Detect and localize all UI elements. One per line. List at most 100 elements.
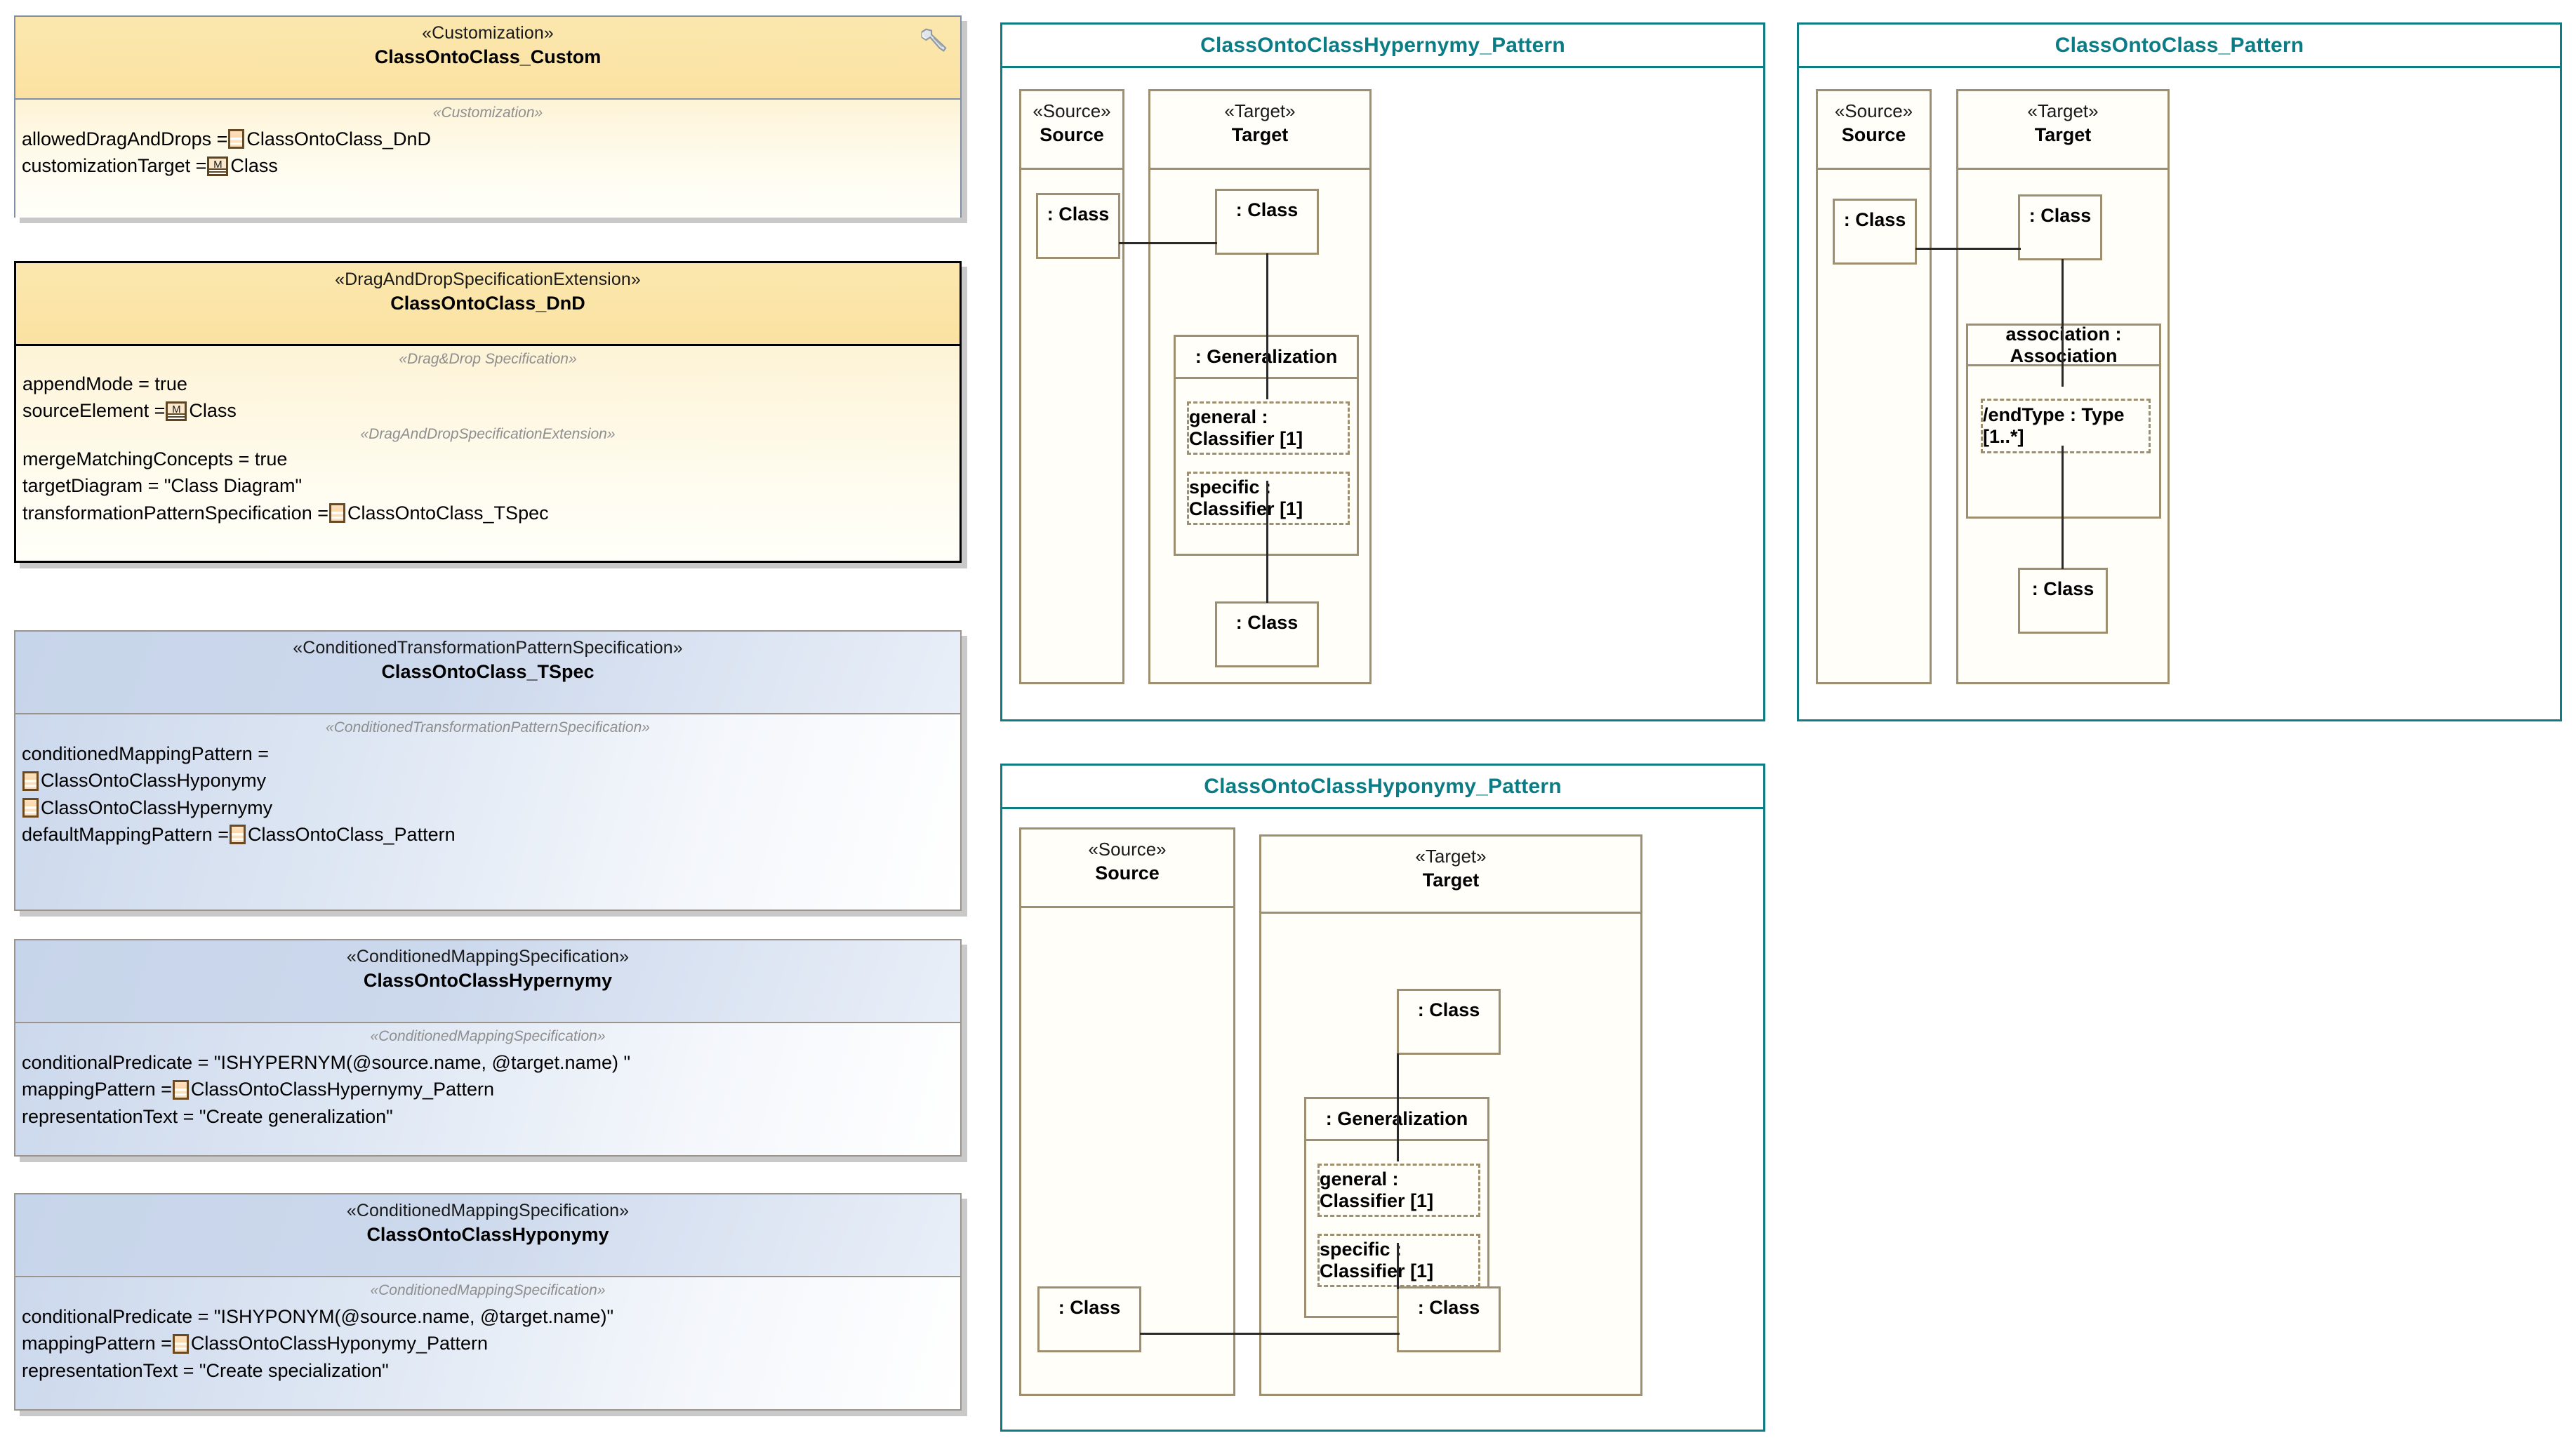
panel-title-bar: ClassOntoClassHypernymy_Pattern (1002, 25, 1763, 68)
class-stereotype: «ConditionedMappingSpecification» (346, 947, 630, 966)
attribute-label: mappingPattern = (22, 1079, 172, 1100)
source-class-instance[interactable]: : Class (1833, 199, 1917, 265)
attribute-row: representationText = "Create specializat… (15, 1357, 960, 1384)
attribute-label: conditionalPredicate = "ISHYPONYM(@sourc… (22, 1306, 614, 1328)
attribute-row: customizationTarget = M Class (15, 152, 960, 179)
compartment-stereotype: «ConditionedTransformationPatternSpecifi… (326, 719, 650, 735)
target-lane-stereotype: «Target» (2027, 100, 2099, 121)
source-lane-name: Source (1095, 862, 1160, 884)
attribute-value: ClassOntoClassHyponymy (41, 770, 267, 792)
uml-class-class-onto-class-tspec[interactable]: «ConditionedTransformationPatternSpecifi… (14, 630, 967, 917)
target-lane-header: «Target» Target (1150, 91, 1369, 170)
source-lane-name: Source (1040, 124, 1104, 145)
compartment-stereotype: «ConditionedMappingSpecification» (370, 1282, 606, 1298)
slot-general[interactable]: general : Classifier [1] (1187, 401, 1350, 455)
pattern-panel-classontoclass[interactable]: ClassOntoClass_Pattern «Source» Source :… (1797, 22, 2562, 721)
connector-specific-to-class (1266, 481, 1268, 603)
attribute-label: allowedDragAndDrops = (22, 128, 228, 150)
slot-endtype[interactable]: /endType : Type [1..*] (1981, 399, 2151, 453)
attribute-row: mergeMatchingConcepts = true (16, 446, 960, 472)
wrench-icon[interactable] (917, 24, 949, 56)
target-class-instance-bottom[interactable]: : Class (1215, 601, 1319, 667)
pattern-icon (229, 825, 246, 845)
uml-class-class-onto-class-dnd[interactable]: «DragAndDropSpecificationExtension» Clas… (14, 261, 967, 568)
attribute-row: ClassOntoClassHypernymy (15, 794, 960, 821)
attribute-label: sourceElement = (22, 400, 166, 422)
slot-specific[interactable]: specific : Classifier [1] (1187, 472, 1350, 525)
metaclass-icon: M (166, 401, 187, 421)
class-header: «ConditionedTransformationPatternSpecifi… (15, 632, 960, 714)
uml-class-class-onto-class-hypernymy[interactable]: «ConditionedMappingSpecification» ClassO… (14, 939, 967, 1162)
instance-label: : Class (1047, 204, 1110, 225)
generalization-body: general : Classifier [1] specific : Clas… (1306, 1141, 1487, 1316)
connector-target-to-association (2062, 259, 2064, 387)
metaclass-icon: M (207, 156, 229, 176)
target-class-instance-top[interactable]: : Class (1397, 989, 1501, 1055)
connector-source-to-target (1119, 242, 1217, 244)
target-lane-stereotype: «Target» (1415, 846, 1487, 867)
class-attributes-compartment: «ConditionedMappingSpecification» condit… (15, 1023, 960, 1155)
attribute-label: representationText = "Create specializat… (22, 1359, 389, 1381)
slot-label: /endType : Type [1..*] (1983, 404, 2125, 447)
association-label: association : Association (2005, 323, 2122, 366)
panel-title: ClassOntoClassHypernymy_Pattern (1200, 33, 1565, 57)
class-attributes-compartment: «ConditionedMappingSpecification» condit… (15, 1277, 960, 1409)
pattern-panel-hypernymy[interactable]: ClassOntoClassHypernymy_Pattern «Source»… (1000, 22, 1765, 721)
attribute-value: ClassOntoClass_TSpec (347, 502, 549, 524)
pattern-icon (328, 502, 345, 523)
class-stereotype: «ConditionedMappingSpecification» (346, 1201, 630, 1220)
target-class-instance-top[interactable]: : Class (2018, 194, 2102, 260)
connector-source-to-target (1140, 1333, 1400, 1335)
class-attributes-compartment: «ConditionedTransformationPatternSpecifi… (15, 714, 960, 910)
uml-class-class-onto-class-hyponymy[interactable]: «ConditionedMappingSpecification» ClassO… (14, 1193, 967, 1416)
generalization-label: : Generalization (1195, 346, 1338, 367)
attribute-row: conditionalPredicate = "ISHYPONYM(@sourc… (15, 1303, 960, 1330)
attribute-label: customizationTarget = (22, 155, 207, 177)
source-lane-stereotype: «Source» (1088, 839, 1167, 860)
source-class-instance[interactable]: : Class (1036, 193, 1120, 259)
class-header: «Customization» ClassOntoClass_Custom (15, 17, 960, 100)
attribute-row: conditionalPredicate = "ISHYPERNYM(@sour… (15, 1049, 960, 1076)
instance-label: : Class (2029, 205, 2092, 226)
source-lane[interactable]: «Source» Source (1019, 89, 1124, 684)
class-header: «DragAndDropSpecificationExtension» Clas… (16, 263, 960, 346)
attribute-value: Class (230, 155, 278, 177)
pattern-icon (172, 1333, 189, 1354)
instance-label: : Class (1417, 1297, 1480, 1318)
target-class-instance-top[interactable]: : Class (1215, 189, 1319, 255)
panel-title-bar: ClassOntoClass_Pattern (1799, 25, 2560, 68)
target-class-instance-bottom[interactable]: : Class (1397, 1286, 1501, 1352)
target-class-instance-bottom[interactable]: : Class (2018, 568, 2108, 634)
source-lane[interactable]: «Source» Source (1816, 89, 1932, 684)
instance-label: : Class (1058, 1297, 1121, 1318)
pattern-panel-hyponymy[interactable]: ClassOntoClassHyponymy_Pattern «Source» … (1000, 764, 1765, 1432)
instance-label: : Class (1417, 999, 1480, 1020)
source-class-instance[interactable]: : Class (1037, 1286, 1141, 1352)
attribute-row: mappingPattern = ClassOntoClassHypernymy… (15, 1076, 960, 1103)
attribute-value: ClassOntoClassHyponymy_Pattern (190, 1333, 489, 1354)
pattern-icon (22, 771, 39, 791)
instance-label: : Class (2031, 578, 2094, 599)
class-name: ClassOntoClassHyponymy (366, 1223, 609, 1245)
class-attributes-compartment: «Customization» allowedDragAndDrops = Cl… (15, 100, 960, 218)
slot-label: general : Classifier [1] (1320, 1168, 1434, 1211)
attribute-label: appendMode = true (22, 373, 187, 395)
class-name: ClassOntoClass_DnD (390, 292, 585, 314)
panel-title: ClassOntoClass_Pattern (2054, 33, 2304, 57)
generalization-body: general : Classifier [1] specific : Clas… (1176, 379, 1357, 554)
pattern-icon (172, 1079, 189, 1100)
connector-target-to-general (1266, 253, 1268, 399)
class-stereotype: «Customization» (422, 23, 554, 43)
attribute-label: representationText = "Create generalizat… (22, 1105, 393, 1127)
slot-specific[interactable]: specific : Classifier [1] (1317, 1234, 1480, 1287)
panel-body: «Source» Source : Class «Target» Target … (1799, 68, 2560, 719)
uml-class-class-onto-class-custom[interactable]: «Customization» ClassOntoClass_Custom «C… (14, 15, 967, 223)
panel-title: ClassOntoClassHyponymy_Pattern (1204, 774, 1562, 798)
attribute-value: ClassOntoClass_Pattern (247, 824, 456, 846)
attribute-row: allowedDragAndDrops = ClassOntoClass_DnD (15, 126, 960, 152)
attribute-row: mappingPattern = ClassOntoClassHyponymy_… (15, 1330, 960, 1357)
target-lane-stereotype: «Target» (1224, 100, 1296, 121)
association-instance[interactable]: association : Association /endType : Typ… (1966, 324, 2161, 519)
slot-general[interactable]: general : Classifier [1] (1317, 1164, 1480, 1217)
